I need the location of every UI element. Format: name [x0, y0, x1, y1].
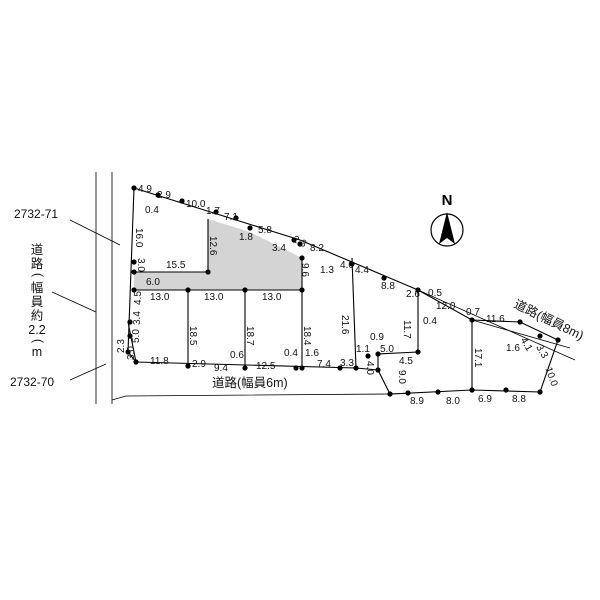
svg-text:2.2: 2.2 — [28, 323, 45, 337]
svg-text:4.1: 4.1 — [518, 336, 535, 354]
svg-text:2.3: 2.3 — [116, 339, 127, 353]
svg-text:10.0: 10.0 — [186, 199, 206, 210]
svg-text:8.8: 8.8 — [512, 394, 526, 405]
parcel-label-lower: 2732-70 — [10, 375, 54, 389]
bottom-road-label: 道路(幅員6m) — [212, 375, 288, 390]
svg-text:18.5: 18.5 — [187, 326, 198, 346]
svg-text:9.4: 9.4 — [214, 363, 228, 374]
svg-text:3.4: 3.4 — [272, 243, 286, 254]
svg-text:6.0: 6.0 — [146, 277, 160, 288]
north-arrow-icon — [439, 212, 455, 244]
svg-text:1.6: 1.6 — [506, 343, 520, 354]
svg-text:3.0: 3.0 — [135, 258, 146, 272]
svg-text:4.9: 4.9 — [138, 184, 152, 195]
svg-text:4.0: 4.0 — [364, 361, 375, 375]
svg-text:3.0: 3.0 — [126, 346, 137, 360]
svg-text:21.6: 21.6 — [339, 315, 350, 335]
svg-text:8.9: 8.9 — [410, 396, 424, 407]
svg-text:9.0: 9.0 — [396, 370, 407, 384]
svg-text:3.4: 3.4 — [132, 311, 143, 325]
interior-line — [127, 321, 137, 363]
svg-text:1.8: 1.8 — [239, 232, 253, 243]
svg-text:(: ( — [31, 273, 45, 278]
svg-text:17.1: 17.1 — [472, 348, 483, 368]
bottom-road-edge — [111, 393, 391, 401]
svg-text:路: 路 — [31, 256, 44, 271]
svg-text:8.2: 8.2 — [310, 243, 324, 254]
svg-text:12.6: 12.6 — [207, 236, 218, 256]
svg-text:0.5: 0.5 — [428, 288, 442, 299]
svg-text:8.8: 8.8 — [381, 281, 395, 292]
svg-text:9.6: 9.6 — [299, 263, 310, 277]
svg-text:幅: 幅 — [31, 280, 44, 295]
svg-text:4.5: 4.5 — [133, 291, 144, 305]
svg-text:1.7: 1.7 — [206, 206, 220, 217]
svg-text:m: m — [32, 345, 42, 359]
top-edge-dimensions: 4.9 2.9 10.0 1.7 7.1 5.8 2.3 8.2 4.0 4.4… — [138, 184, 505, 325]
svg-text:3.3: 3.3 — [340, 358, 354, 369]
svg-text:11.6: 11.6 — [486, 314, 505, 325]
vertices — [125, 185, 561, 397]
svg-text:0.6: 0.6 — [230, 350, 244, 361]
lower-edge-dimensions: 9.0 8.9 8.0 6.9 8.8 — [396, 370, 526, 407]
bottom-edge-dimensions: 11.8 2.9 9.4 0.6 12.5 0.4 1.6 7.4 3.3 4.… — [150, 348, 375, 375]
svg-text:2.6: 2.6 — [406, 289, 420, 300]
svg-text:6.9: 6.9 — [478, 394, 492, 405]
svg-text:5.8: 5.8 — [258, 225, 272, 236]
north-arrow: N — [430, 192, 464, 247]
svg-text:3.3: 3.3 — [533, 343, 550, 361]
svg-text:13.0: 13.0 — [150, 292, 170, 303]
svg-text:1.1: 1.1 — [356, 344, 370, 355]
svg-text:4.4: 4.4 — [355, 265, 369, 276]
svg-text:18.4: 18.4 — [301, 326, 312, 346]
svg-text:1.3: 1.3 — [320, 265, 334, 276]
svg-text:5.0: 5.0 — [131, 329, 142, 343]
svg-text:18.7: 18.7 — [244, 326, 255, 346]
svg-text:2.9: 2.9 — [192, 359, 206, 370]
lot-depth-dimensions: 18.5 18.7 18.4 — [187, 326, 312, 346]
svg-text:7.1: 7.1 — [224, 212, 238, 223]
svg-text:8.0: 8.0 — [446, 396, 460, 407]
inner-dimensions: 0.4 16.0 12.6 1.8 3.4 1.3 3.0 15.5 9.6 6… — [133, 205, 560, 388]
svg-text:員: 員 — [31, 295, 44, 309]
svg-text:約: 約 — [31, 308, 44, 323]
svg-text:5.0: 5.0 — [380, 344, 394, 355]
svg-text:4.5: 4.5 — [399, 356, 413, 367]
left-road-label: 道 路 ( 幅 員 約 2.2 ( m — [28, 243, 45, 359]
svg-text:16.0: 16.0 — [133, 228, 144, 248]
left-side-dimensions: 4.5 3.4 5.0 2.3 3.0 — [116, 291, 144, 360]
svg-text:13.0: 13.0 — [262, 292, 282, 303]
svg-text:4.0: 4.0 — [340, 260, 354, 271]
svg-text:2.3: 2.3 — [291, 234, 309, 250]
svg-text:15.5: 15.5 — [166, 260, 186, 271]
interior-line — [377, 351, 419, 355]
svg-text:0.7: 0.7 — [466, 307, 480, 318]
right-road-edge-a — [417, 289, 576, 361]
svg-text:0.4: 0.4 — [284, 348, 298, 359]
leader-road-label — [51, 291, 97, 313]
svg-text:12.5: 12.5 — [256, 361, 276, 372]
right-road-edge-b — [471, 319, 571, 349]
svg-text:11.8: 11.8 — [150, 356, 169, 367]
svg-text:道: 道 — [31, 243, 44, 257]
svg-text:13.0: 13.0 — [204, 292, 224, 303]
svg-text:11.7: 11.7 — [401, 320, 412, 339]
svg-text:12.0: 12.0 — [436, 301, 456, 312]
svg-text:(: ( — [31, 339, 45, 344]
svg-text:0.9: 0.9 — [370, 332, 384, 343]
parcel-label-upper: 2732-71 — [14, 207, 58, 221]
svg-text:0.4: 0.4 — [145, 205, 159, 216]
leader-upper-label — [69, 219, 121, 246]
svg-text:2.9: 2.9 — [157, 190, 171, 201]
svg-text:7.4: 7.4 — [317, 359, 331, 370]
interior-line — [351, 257, 357, 369]
svg-text:0.4: 0.4 — [423, 316, 437, 327]
leader-lower-label — [69, 363, 107, 381]
north-label: N — [442, 192, 453, 209]
svg-text:1.6: 1.6 — [305, 348, 319, 359]
